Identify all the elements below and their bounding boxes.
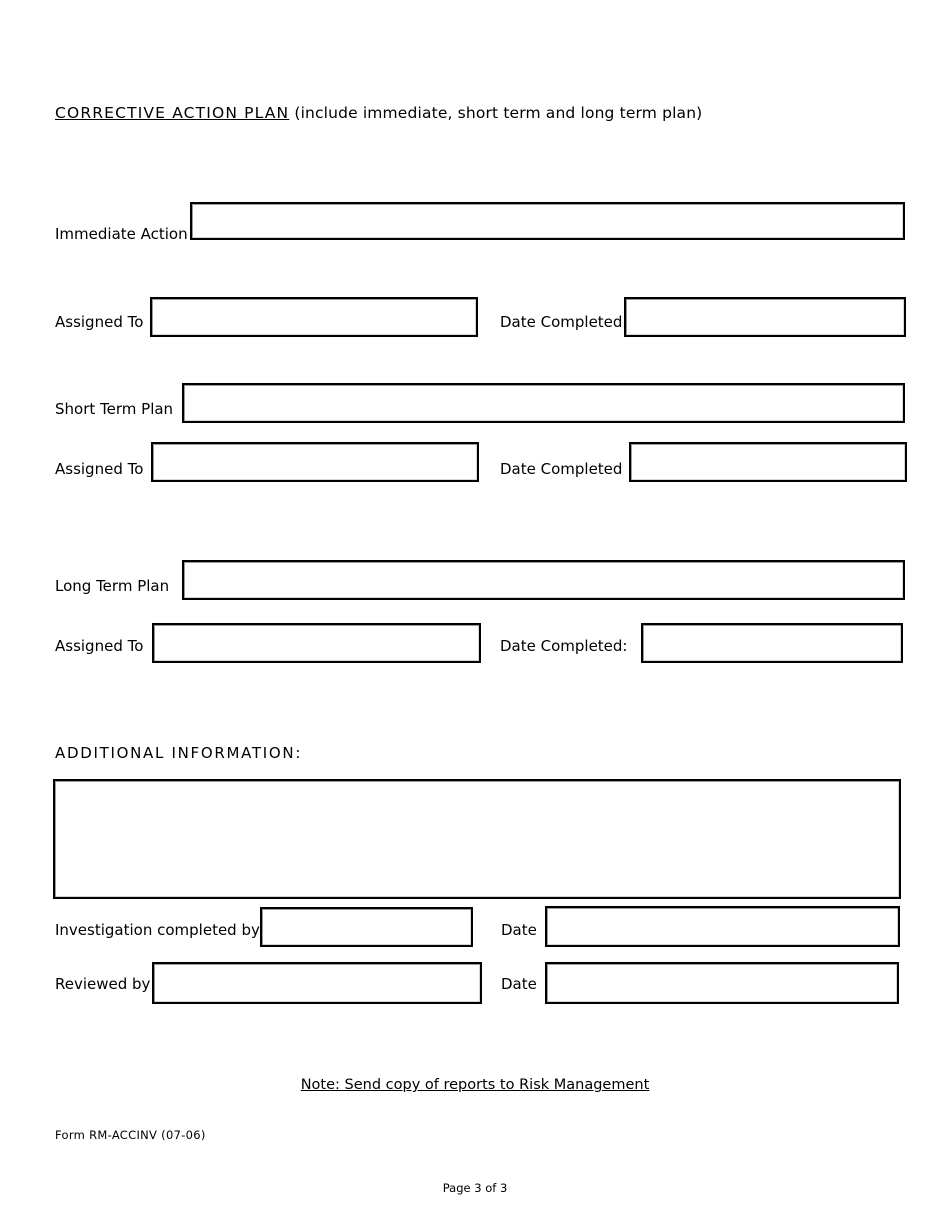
label-investigation-completed-by: Investigation completed by [55,921,260,939]
page-title-main: CORRECTIVE ACTION PLAN [55,104,290,122]
input-short-assigned-to[interactable] [151,442,479,482]
label-immediate-action: Immediate Action [55,225,188,243]
input-short-term-plan[interactable] [182,383,905,423]
input-investigation-completed-by[interactable] [260,907,473,947]
label-long-assigned-to: Assigned To [55,637,144,655]
page-title: CORRECTIVE ACTION PLAN (include immediat… [55,104,702,123]
label-long-term-plan: Long Term Plan [55,577,170,595]
form-number: Form RM-ACCINV (07-06) [55,1128,206,1142]
label-immediate-assigned-to: Assigned To [55,313,144,331]
page-title-subtitle: (include immediate, short term and long … [289,104,703,122]
label-investigation-date: Date [501,921,537,939]
label-short-term-plan: Short Term Plan [55,400,174,418]
input-reviewed-date[interactable] [545,962,899,1004]
label-short-assigned-to: Assigned To [55,460,144,478]
label-reviewed-by: Reviewed by [55,975,151,993]
footer-note-text: Note: Send copy of reports to Risk Manag… [300,1077,650,1093]
input-immediate-action[interactable] [190,202,905,240]
input-long-term-plan[interactable] [182,560,905,600]
section-title-additional-information: ADDITIONAL INFORMATION: [55,744,303,762]
label-short-date-completed: Date Completed [500,460,623,478]
label-long-date-completed: Date Completed: [500,637,628,655]
label-immediate-date-completed: Date Completed [500,313,623,331]
input-long-assigned-to[interactable] [152,623,481,663]
input-immediate-assigned-to[interactable] [150,297,478,337]
footer-note: Note: Send copy of reports to Risk Manag… [0,1077,950,1093]
label-reviewed-date: Date [501,975,537,993]
input-reviewed-by[interactable] [152,962,482,1004]
page-indicator: Page 3 of 3 [442,1181,508,1195]
input-immediate-date-completed[interactable] [624,297,906,337]
input-long-date-completed[interactable] [641,623,903,663]
input-investigation-date[interactable] [545,906,900,947]
input-short-date-completed[interactable] [629,442,907,482]
input-additional-information[interactable] [53,779,901,899]
